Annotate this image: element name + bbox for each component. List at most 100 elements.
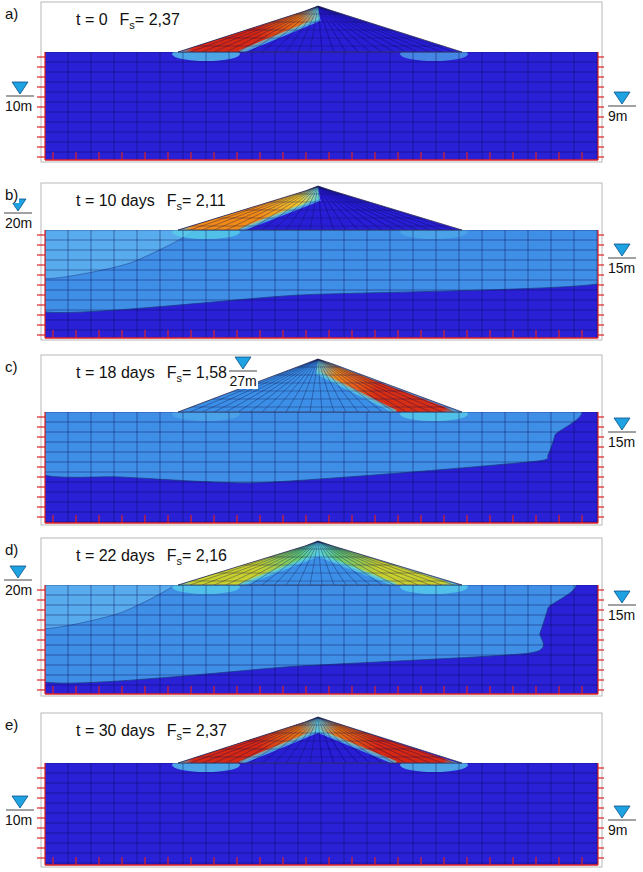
mesh-line — [298, 6, 318, 52]
boundary-tick — [598, 609, 604, 610]
stress-fringe — [240, 19, 320, 52]
boundary-tick — [598, 797, 604, 798]
boundary-tick — [598, 234, 604, 235]
water-level-line — [608, 106, 636, 107]
boundary-tick — [167, 515, 168, 523]
mesh-line — [459, 230, 460, 338]
panel-title: t = 0Fs= 2,37 — [74, 10, 182, 32]
boundary-tick — [598, 426, 604, 427]
mesh-line — [274, 186, 318, 230]
water-level-label: 9m — [607, 822, 628, 838]
boundary-tick — [598, 506, 604, 507]
mesh-line — [45, 813, 598, 814]
boundary-tick — [75, 330, 76, 338]
boundary-tick — [305, 515, 306, 523]
boundary-tick — [512, 515, 513, 523]
boundary-tick — [598, 847, 604, 848]
boundary-tick — [535, 857, 536, 865]
mesh-line — [45, 280, 598, 281]
boundary-tick — [374, 686, 375, 694]
panel-letter: c) — [4, 358, 19, 375]
mesh-line — [528, 412, 529, 523]
mesh-line — [45, 452, 598, 453]
mesh-line — [45, 502, 598, 503]
mesh-line — [45, 310, 598, 311]
water-level-symbol — [10, 566, 26, 578]
boundary-tick — [443, 857, 444, 865]
boundary-tick — [374, 330, 375, 338]
mesh-line — [178, 22, 462, 23]
boundary-tick — [282, 515, 283, 523]
mesh-line — [367, 412, 368, 523]
pore-pressure-zone — [45, 412, 582, 483]
panel-figure — [15, 355, 636, 525]
mesh-line — [91, 412, 92, 523]
panel-letter: b) — [4, 186, 19, 203]
water-level-line — [4, 213, 32, 214]
boundary-tick — [598, 787, 604, 788]
boundary-tick — [190, 330, 191, 338]
boundary-tick — [52, 330, 53, 338]
mesh-line — [505, 230, 506, 338]
boundary-tick — [581, 857, 582, 865]
boundary-tick — [282, 857, 283, 865]
mesh-line — [551, 412, 552, 523]
mesh-line — [160, 412, 161, 523]
boundary-line — [44, 230, 45, 338]
mesh-line — [91, 585, 92, 694]
boundary-tick — [282, 152, 283, 160]
mesh-line — [45, 605, 598, 606]
mesh-line — [318, 717, 430, 763]
mesh-line — [413, 230, 414, 338]
boundary-tick — [37, 116, 45, 117]
boundary-tick — [598, 619, 604, 620]
boundary-tick — [37, 496, 45, 497]
mesh-line — [226, 717, 318, 763]
boundary-line — [45, 693, 598, 695]
mesh-line — [597, 230, 598, 338]
foundation — [45, 52, 598, 160]
mesh-line — [321, 230, 322, 338]
boundary-tick — [328, 330, 329, 338]
boundary-tick — [598, 649, 604, 650]
mesh-line — [45, 102, 598, 103]
boundary-tick — [37, 689, 45, 690]
boundary-tick — [598, 314, 604, 315]
boundary-tick — [37, 106, 45, 107]
mesh-line — [45, 240, 598, 241]
boundary-tick — [397, 686, 398, 694]
panel-title: t = 18 daysFs= 1,58 — [74, 363, 229, 385]
boundary-tick — [37, 126, 45, 127]
mesh-line — [286, 541, 318, 585]
boundary-tick — [37, 76, 45, 77]
pore-pressure-zone — [45, 230, 598, 313]
mesh-line — [137, 585, 138, 694]
stress-fringe — [240, 730, 320, 763]
safety-factor-subscript: s — [177, 372, 183, 384]
boundary-tick — [37, 96, 45, 97]
boundary-tick — [598, 156, 604, 157]
boundary-line — [44, 52, 45, 160]
mesh-line — [367, 763, 368, 865]
safety-factor-symbol: F — [167, 364, 177, 381]
boundary-tick — [282, 686, 283, 694]
mesh-line — [91, 52, 92, 160]
boundary-tick — [37, 456, 45, 457]
mesh-line — [114, 763, 115, 865]
mesh-line — [551, 763, 552, 865]
boundary-tick — [37, 649, 45, 650]
boundary-tick — [598, 324, 604, 325]
mesh-line — [318, 717, 394, 763]
boundary-tick — [489, 152, 490, 160]
mesh-line — [318, 717, 406, 763]
mesh-line — [178, 218, 462, 219]
mesh-line — [45, 72, 598, 73]
dam-outline — [178, 186, 462, 230]
boundary-tick — [37, 817, 45, 818]
mesh-line — [178, 46, 462, 47]
boundary-tick — [37, 639, 45, 640]
mesh-line — [262, 186, 318, 230]
boundary-tick — [37, 86, 45, 87]
mesh-line — [45, 62, 598, 63]
